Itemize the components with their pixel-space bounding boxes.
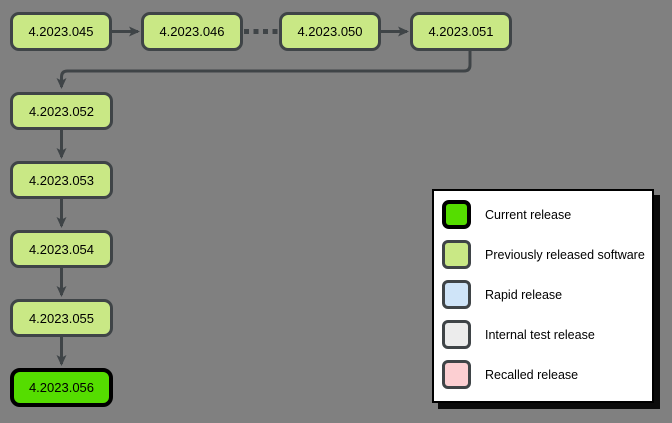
legend-row: Internal test release [442,320,652,349]
legend-swatch-current-release [442,200,471,229]
legend-row: Current release [442,200,652,229]
edge-n051-n052 [56,51,472,89]
legend-row: Recalled release [442,360,652,389]
node-4-2023-046: 4.2023.046 [141,12,243,51]
node-4-2023-050: 4.2023.050 [279,12,381,51]
legend-label: Rapid release [485,287,563,302]
node-4-2023-055: 4.2023.055 [10,299,113,337]
node-4-2023-054: 4.2023.054 [10,230,113,268]
legend-swatch-rapid-release [442,280,471,309]
legend-swatch-previously-released-software [442,240,471,269]
node-4-2023-052: 4.2023.052 [10,92,113,130]
legend-swatch-recalled-release [442,360,471,389]
node-4-2023-053: 4.2023.053 [10,161,113,199]
legend-swatch-internal-test-release [442,320,471,349]
node-4-2023-051: 4.2023.051 [410,12,512,51]
legend-label: Previously released software [485,247,645,262]
node-4-2023-056: 4.2023.056 [10,368,113,407]
legend-label: Current release [485,207,572,222]
legend-label: Recalled release [485,367,579,382]
legend-label: Internal test release [485,327,595,342]
legend-row: Rapid release [442,280,652,309]
legend-row: Previously released software [442,240,652,269]
node-4-2023-045: 4.2023.045 [10,12,112,51]
